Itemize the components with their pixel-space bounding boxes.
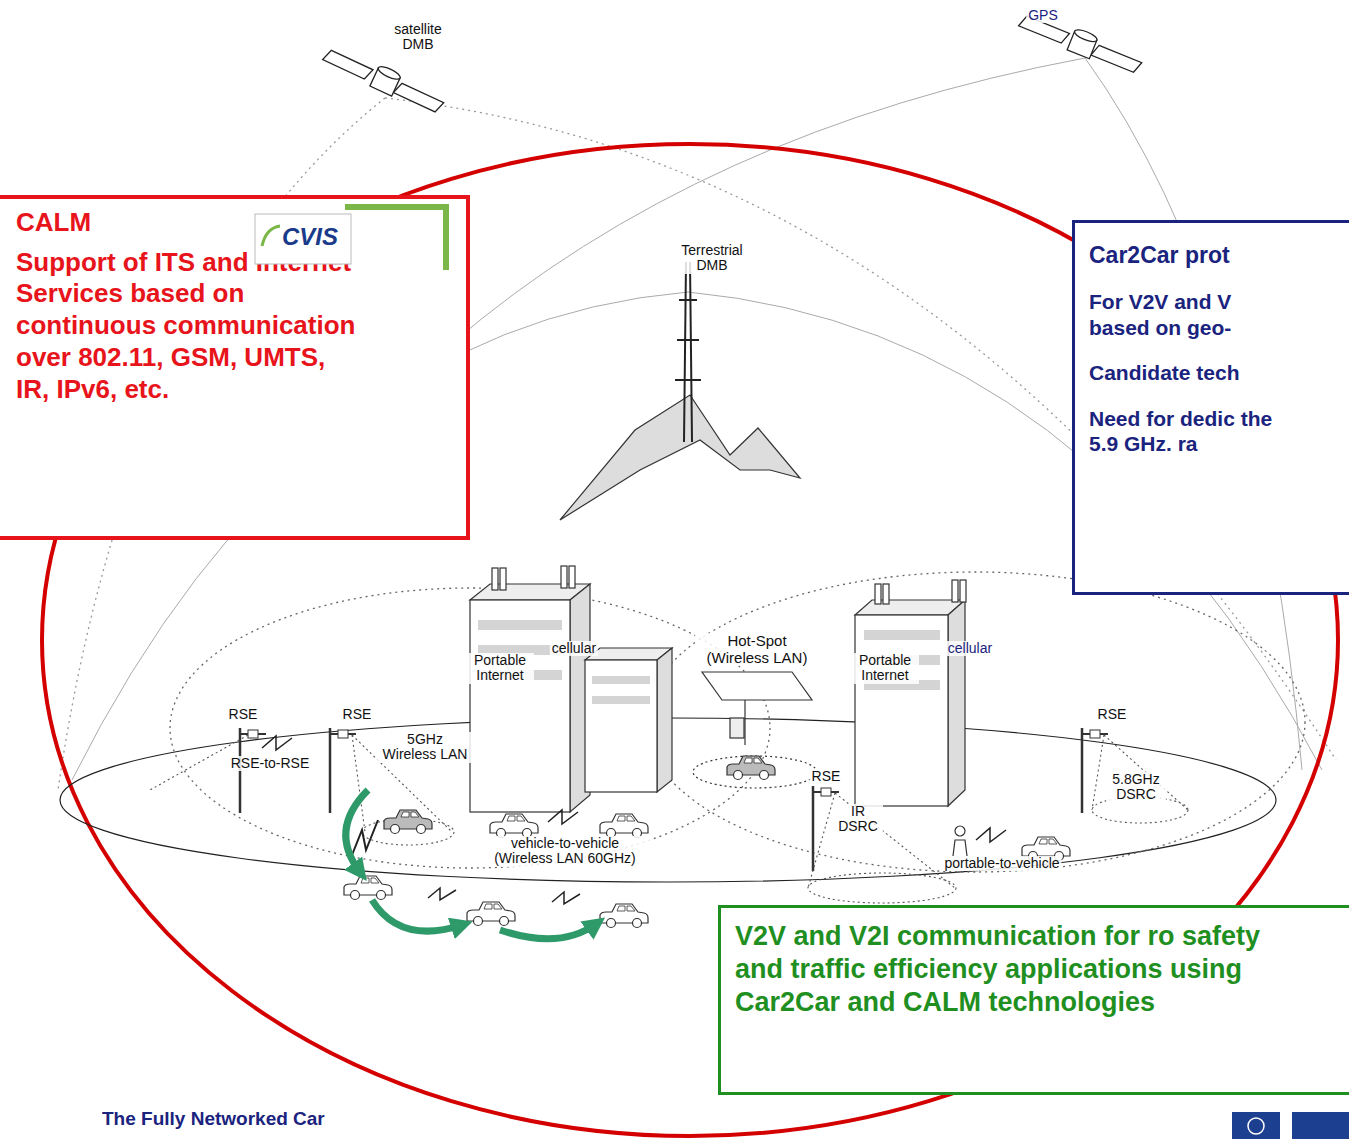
logo-bar xyxy=(443,204,449,270)
car2car-box: Car2Car protFor V2V and V based on geo- C… xyxy=(1072,220,1349,595)
box-heading: CALM xyxy=(16,207,456,239)
diagram-label: IR DSRC xyxy=(833,804,883,835)
box-heading: Car2Car prot xyxy=(1089,241,1339,269)
box-heading: V2V and V2I communication for ro safety … xyxy=(735,920,1265,1019)
diagram-label: RSE-to-RSE xyxy=(229,756,312,771)
diagram-label: GPS xyxy=(1026,8,1060,23)
diagram-label: 5GHz Wireless LAN xyxy=(377,732,473,763)
box-text: Support of ITS and Internet Services bas… xyxy=(16,247,356,406)
diagram-label: vehicle-to-vehicle (Wireless LAN 60GHz) xyxy=(478,836,652,867)
diagram-label: cellular xyxy=(946,641,994,656)
logo-panel xyxy=(255,214,351,264)
slide-caption: The Fully Networked Car xyxy=(102,1108,325,1130)
diagram-label: RSE xyxy=(341,707,374,722)
box-text: For V2V and V based on geo- xyxy=(1089,289,1274,340)
diagram-label: portable-to-vehicle xyxy=(942,856,1061,871)
diagram-label: Portable Internet xyxy=(851,653,919,684)
v2v-box: V2V and V2I communication for ro safety … xyxy=(718,905,1349,1095)
logo-text: CVIS xyxy=(280,224,340,250)
diagram-label: satellite DMB xyxy=(379,22,458,53)
logo-swoosh xyxy=(262,226,280,246)
diagram-label: cellular xyxy=(550,641,598,656)
diagram-label: RSE xyxy=(1096,707,1129,722)
calm-box: CALM Support of ITS and Internet Services… xyxy=(0,195,470,540)
logo-bar xyxy=(345,204,449,210)
diagram-label: Hot-Spot (Wireless LAN) xyxy=(695,633,819,666)
diagram-label: Terrestrial DMB xyxy=(665,243,759,274)
diagram-label: Portable Internet xyxy=(466,653,534,684)
diagram-label: RSE xyxy=(227,707,260,722)
box-text: Candidate tech xyxy=(1089,360,1274,386)
box-text: Need for dedic the 5.9 GHz. ra xyxy=(1089,406,1274,457)
diagram-label: RSE xyxy=(810,769,843,784)
diagram-label: 5.8GHz DSRC xyxy=(1106,772,1166,803)
